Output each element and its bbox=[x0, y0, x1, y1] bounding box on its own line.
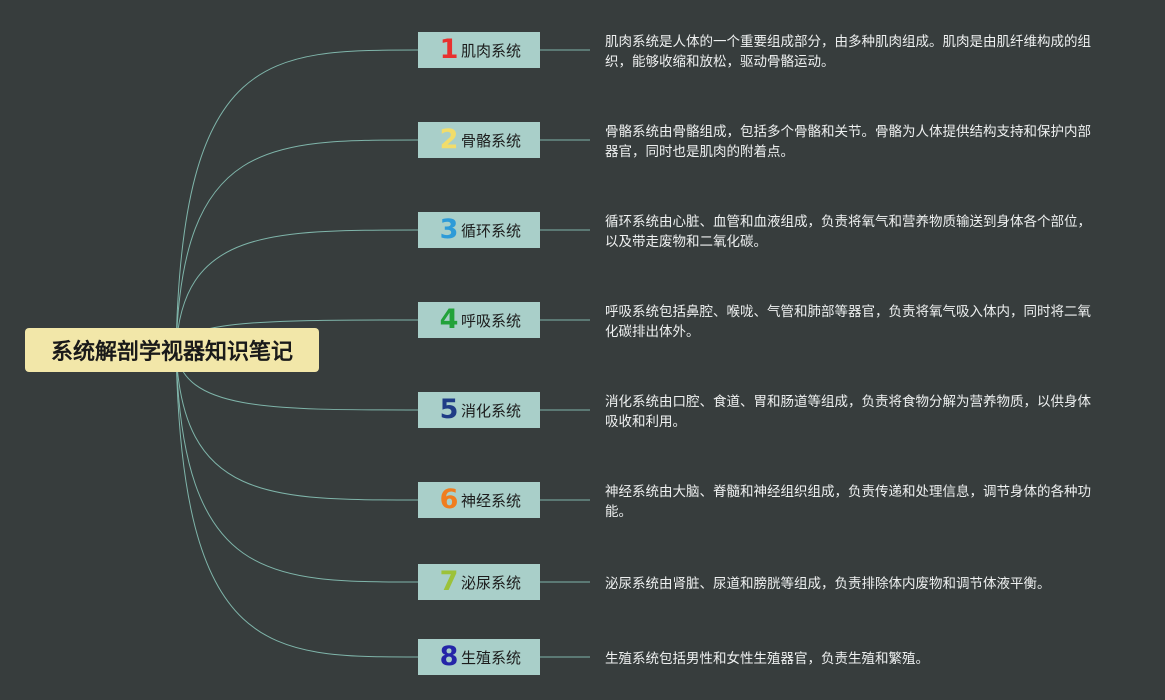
branch-label: 呼吸系统 bbox=[461, 311, 522, 330]
connector-curve-7 bbox=[175, 349, 419, 583]
number-8-icon: 8 bbox=[439, 641, 459, 672]
description-7[interactable]: 泌尿系统由肾脏、尿道和膀胱等组成，负责排除体内废物和调节体液平衡。 bbox=[605, 576, 1051, 592]
root-topic[interactable]: 系统解剖学视器知识笔记 bbox=[25, 328, 319, 372]
description-3[interactable]: 循环系统由心脏、血管和血液组成，负责将氧气和营养物质输送到身体各个部位，以及带走… bbox=[605, 214, 1091, 250]
number-3-icon: 3 bbox=[439, 214, 459, 245]
description-1[interactable]: 肌肉系统是人体的一个重要组成部分，由多种肌肉组成。肌肉是由肌纤维构成的组织，能够… bbox=[605, 34, 1091, 70]
description-5[interactable]: 消化系统由口腔、食道、胃和肠道等组成，负责将食物分解为营养物质，以供身体吸收和利… bbox=[605, 394, 1091, 430]
connector-curve-6 bbox=[175, 349, 419, 501]
branch-topic-1[interactable]: 1 肌肉系统 bbox=[418, 32, 540, 68]
number-6-icon: 6 bbox=[439, 484, 459, 515]
branch-label: 骨骼系统 bbox=[461, 131, 522, 150]
branch-label: 泌尿系统 bbox=[461, 573, 522, 592]
description-6[interactable]: 神经系统由大脑、脊髓和神经组织组成，负责传递和处理信息，调节身体的各种功能。 bbox=[605, 484, 1091, 520]
branch-topic-3[interactable]: 3 循环系统 bbox=[418, 212, 540, 248]
branch-label: 肌肉系统 bbox=[461, 41, 522, 60]
description-2[interactable]: 骨骼系统由骨骼组成，包括多个骨骼和关节。骨骼为人体提供结构支持和保护内部器官，同… bbox=[605, 124, 1091, 160]
branch-topic-2[interactable]: 2 骨骼系统 bbox=[418, 122, 540, 158]
number-5-icon: 5 bbox=[439, 394, 459, 425]
number-1-icon: 1 bbox=[439, 34, 459, 65]
branch-label: 神经系统 bbox=[461, 491, 522, 510]
connector-curve-2 bbox=[175, 139, 419, 351]
connector-curve-1 bbox=[175, 49, 419, 351]
branch-label: 消化系统 bbox=[461, 401, 522, 420]
branch-label: 循环系统 bbox=[461, 221, 522, 240]
number-4-icon: 4 bbox=[439, 304, 459, 335]
number-7-icon: 7 bbox=[439, 566, 459, 597]
branch-topic-4[interactable]: 4 呼吸系统 bbox=[418, 302, 540, 338]
number-2-icon: 2 bbox=[439, 124, 459, 155]
branch-topic-5[interactable]: 5 消化系统 bbox=[418, 392, 540, 428]
branch-topic-8[interactable]: 8 生殖系统 bbox=[418, 639, 540, 675]
branch-label: 生殖系统 bbox=[461, 648, 522, 667]
branch-topic-7[interactable]: 7 泌尿系统 bbox=[418, 564, 540, 600]
connector-curve-8 bbox=[175, 349, 419, 658]
description-4[interactable]: 呼吸系统包括鼻腔、喉咙、气管和肺部等器官，负责将氧气吸入体内，同时将二氧化碳排出… bbox=[605, 304, 1091, 340]
connector-curve-3 bbox=[175, 229, 419, 351]
description-8[interactable]: 生殖系统包括男性和女性生殖器官，负责生殖和繁殖。 bbox=[605, 651, 929, 667]
branch-topic-6[interactable]: 6 神经系统 bbox=[418, 482, 540, 518]
